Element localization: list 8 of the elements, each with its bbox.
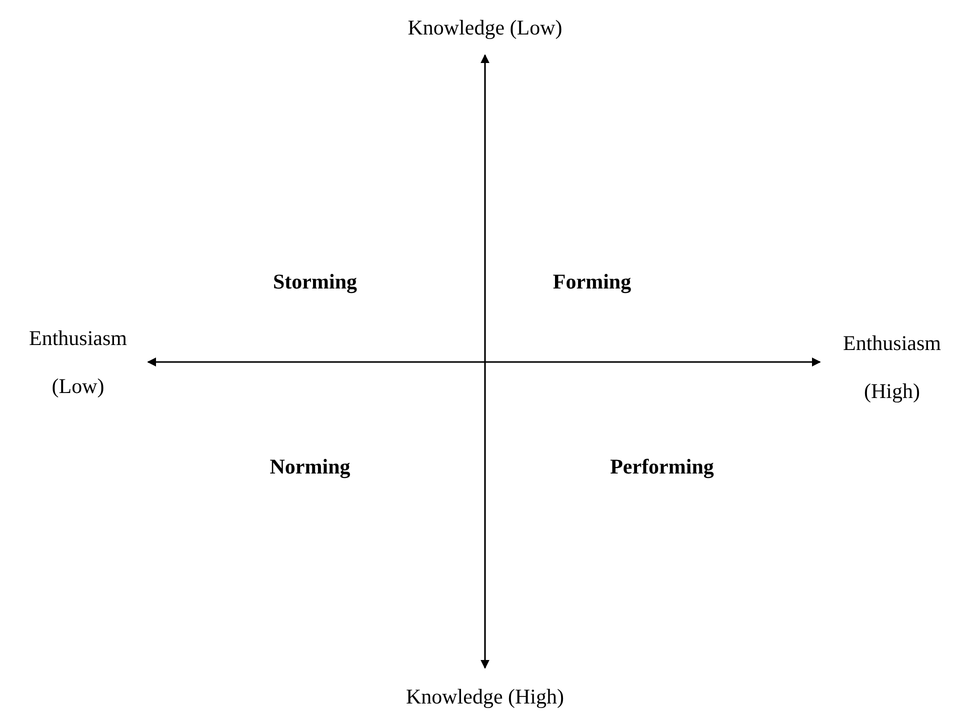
quadrant-label: Norming (268, 454, 352, 480)
axis-label: Enthusiasm (Low) (28, 325, 128, 400)
quadrant-label: Storming (272, 270, 358, 294)
quadrant-label: Forming (552, 270, 632, 294)
axis-label: Knowledge (Low) (406, 16, 564, 40)
axis-label: Enthusiasm (High) (842, 330, 942, 405)
quadrant-label: Performing (609, 454, 715, 480)
axis-label: Knowledge (High) (404, 684, 566, 710)
